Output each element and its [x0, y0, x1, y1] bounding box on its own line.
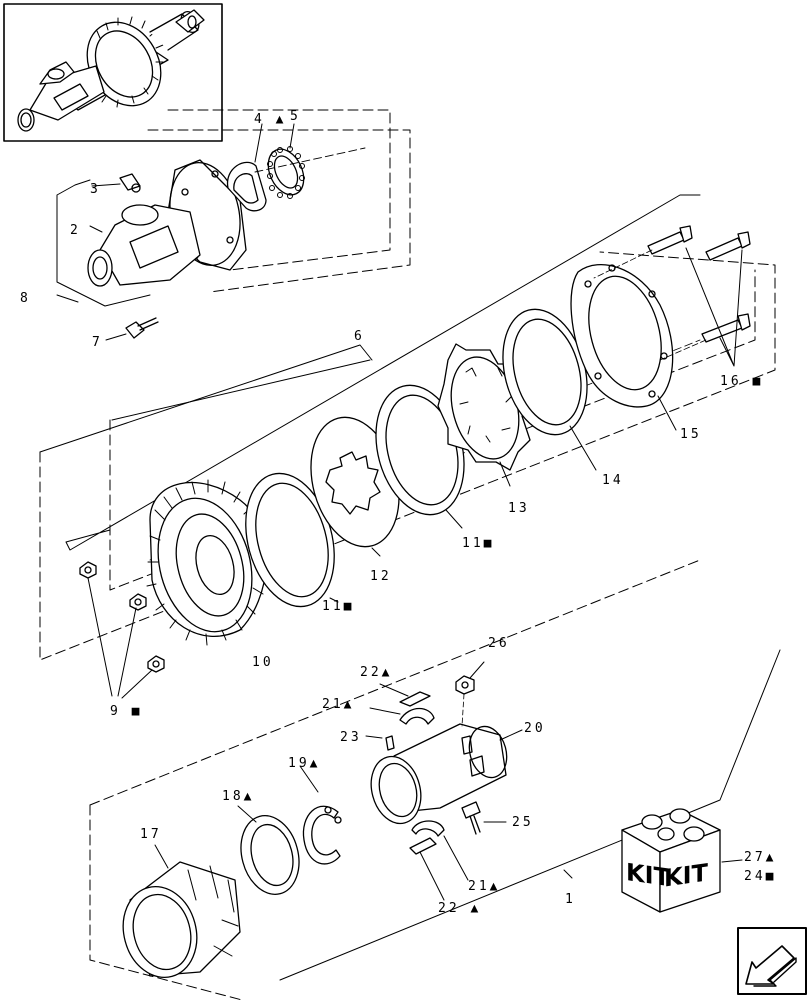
thumbnail-inset — [3, 3, 223, 142]
callout-label: 21▲ — [322, 697, 355, 712]
callout-label: 27▲ — [744, 850, 777, 865]
callout-label: 3 — [90, 182, 101, 197]
callout-label: 6 — [354, 329, 365, 344]
callout-label: 22▲ — [360, 665, 393, 680]
callout-label: 25 — [512, 815, 534, 830]
callout-label: 14 — [602, 473, 624, 488]
callout-label: 26 — [488, 636, 510, 651]
callout-label: 18▲ — [222, 789, 255, 804]
callout-label: 17 — [140, 827, 162, 842]
callout-label: 7 — [92, 335, 103, 350]
callout-label: 20 — [524, 721, 546, 736]
shaft-subassembly — [89, 559, 781, 1000]
callout-label: 13 — [508, 501, 530, 516]
callout-label: 24■ — [744, 869, 777, 884]
callout-label: 1 — [565, 892, 576, 907]
callout-label: 11■ — [462, 536, 495, 551]
callout-label: 9 ■ — [110, 704, 143, 719]
callout-label: 8 — [20, 291, 31, 306]
callout-label: 11■ — [322, 599, 355, 614]
kit-label-right: KIT — [664, 859, 708, 893]
callout-label: 16 ■ — [720, 374, 764, 389]
callout-label: 19▲ — [288, 756, 321, 771]
callout-label: 5 — [290, 109, 301, 124]
yoke-subassembly — [56, 109, 411, 341]
callout-label: 12 — [370, 569, 392, 584]
kit-box-icon: KIT KIT — [621, 808, 743, 913]
callout-label: 2 — [70, 223, 81, 238]
callout-label: 22 ▲ — [438, 901, 482, 916]
callout-label: 21▲ — [468, 879, 501, 894]
callout-label: 23 — [340, 730, 362, 745]
arrow-nav-icon[interactable] — [737, 927, 807, 995]
kit-label-left: KIT — [626, 858, 670, 892]
callout-label: 4 ▲ — [254, 112, 287, 127]
callout-label: 10 — [252, 655, 274, 670]
callout-label: 15 — [680, 427, 702, 442]
clutch-pack — [39, 194, 776, 699]
